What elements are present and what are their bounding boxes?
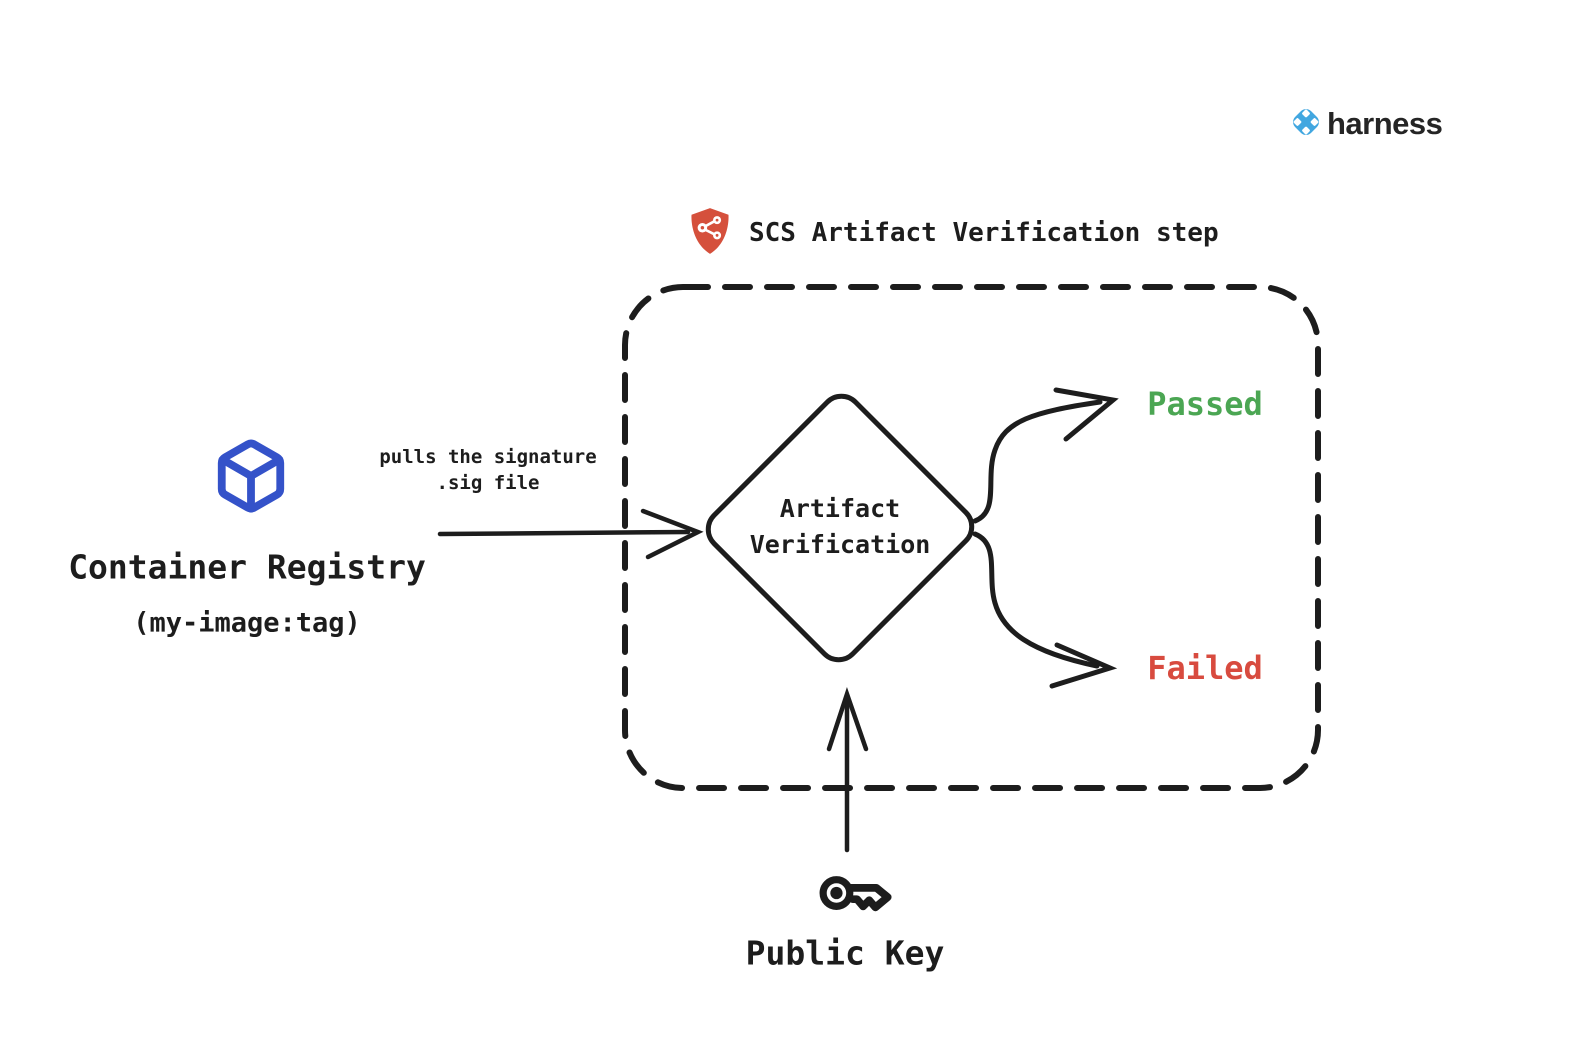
container-registry-image-tag: (my-image:tag) <box>133 607 361 639</box>
public-key-label: Public Key <box>745 933 945 973</box>
brand-wordmark: harness <box>1327 106 1443 141</box>
step-title-text: SCS Artifact Verification step <box>749 218 1219 248</box>
failed-label: Failed <box>1147 649 1263 687</box>
pull-signature-label-line1: pulls the signature <box>379 446 597 468</box>
passed-label: Passed <box>1147 385 1263 423</box>
public-key-arrow <box>826 686 869 853</box>
step-boundary-dashed-box <box>622 284 1321 791</box>
passed-arrow <box>972 387 1119 524</box>
key-icon <box>818 868 900 920</box>
brand-lockup: harness <box>1288 104 1443 144</box>
pull-signature-arrow <box>437 508 704 560</box>
pull-signature-label: pulls the signature .sig file <box>379 444 596 496</box>
pull-signature-label-line2: .sig file <box>436 472 540 494</box>
harness-logo-icon <box>1288 104 1324 144</box>
failed-arrow <box>972 531 1118 689</box>
shield-graph-icon <box>688 206 732 260</box>
cube-icon <box>212 432 290 524</box>
artifact-verification-line1: Artifact <box>779 494 901 523</box>
artifact-verification-line2: Verification <box>749 530 931 559</box>
container-registry-label: Container Registry <box>68 547 426 587</box>
artifact-verification-label: Artifact Verification <box>750 491 931 563</box>
decision-diamond <box>705 393 975 663</box>
step-title: SCS Artifact Verification step <box>688 206 1219 260</box>
